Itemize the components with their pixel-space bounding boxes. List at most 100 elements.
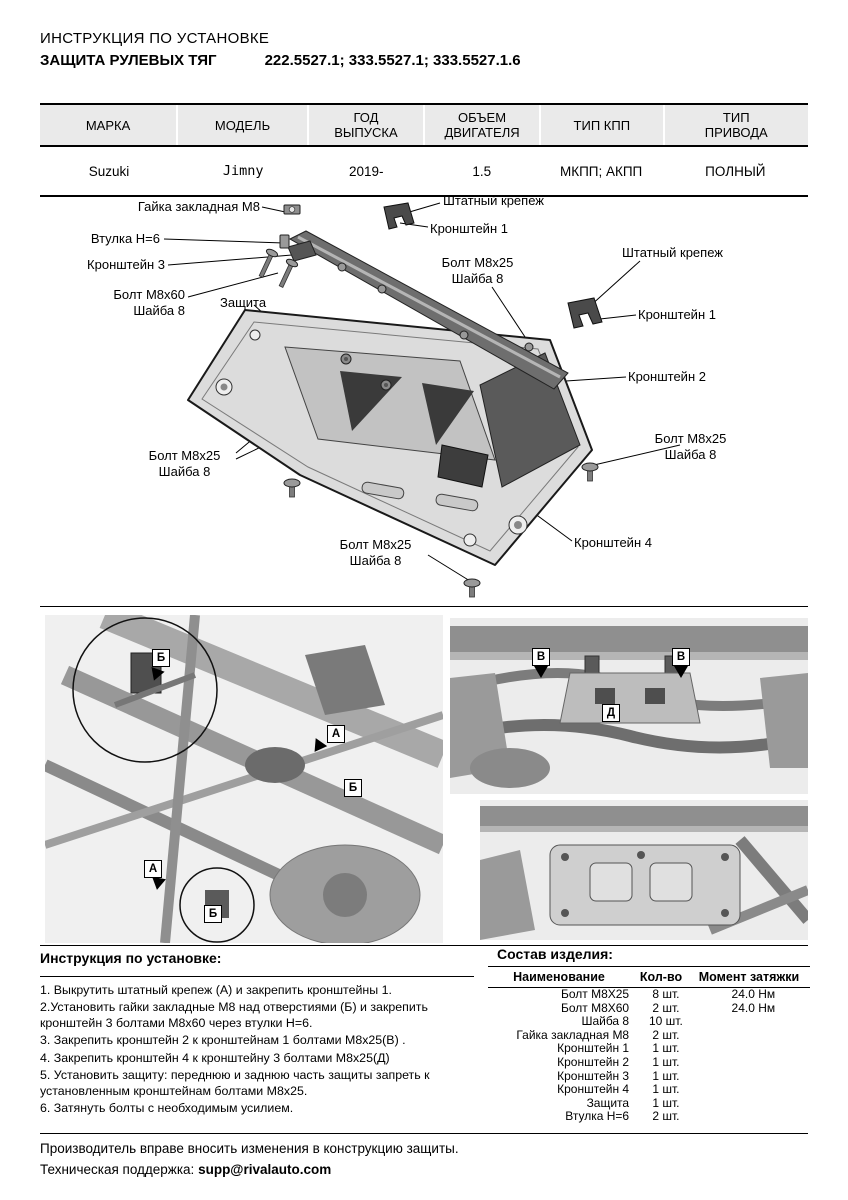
bracket-1-right <box>567 297 603 329</box>
part-name: Кронштейн 2 <box>557 1054 630 1069</box>
product-name: ЗАЩИТА РУЛЕВЫХ ТЯГ <box>40 52 217 69</box>
section-divider-top <box>40 606 808 607</box>
parts-row: Кронштейн 4 1 шт. <box>488 1083 810 1097</box>
page-title: ЗАЩИТА РУЛЕВЫХ ТЯГ 222.5527.1; 333.5527.… <box>40 52 521 69</box>
part-qty: 1 шт. <box>652 1054 680 1069</box>
instructions-title-rule <box>40 976 474 977</box>
label-nut-m8: Гайка закладная М8 <box>137 199 260 214</box>
label-bolt-m8x25-bottom-line1: Болт М8х25 <box>339 537 412 552</box>
spec-value-engine: 1.5 <box>472 163 492 179</box>
spec-value-year: 2019- <box>348 163 384 179</box>
footer-rule <box>40 1133 808 1134</box>
label-bracket-4: Кронштейн 4 <box>574 535 652 550</box>
part-torque <box>697 1070 810 1084</box>
label-bushing: Втулка Н=6 <box>90 231 160 246</box>
parts-row: Втулка Н=6 2 шт. <box>488 1110 810 1124</box>
label-oem-fastener-top: Штатный крепеж <box>443 193 544 208</box>
part-qty: 1 шт. <box>652 1082 680 1097</box>
bushing-h6 <box>279 234 290 249</box>
parts-row: Болт М8Х25 8 шт. 24.0 Нм <box>488 987 810 1002</box>
photo-underbody-side-image <box>45 615 443 943</box>
label-bolt-m8x25-right-line1: Болт М8х25 <box>654 431 727 446</box>
part-name: Кронштейн 1 <box>557 1041 630 1056</box>
section-divider-bottom <box>40 945 808 946</box>
parts-header-torque: Момент затяжки <box>698 970 800 984</box>
bolt-m8x25 <box>581 462 599 482</box>
spec-header-drive: ТИП ПРИВОДА <box>665 105 808 145</box>
parts-header-name: Наименование <box>513 970 605 984</box>
parts-title: Состав изделия: <box>497 946 613 962</box>
label-bolt-m8x25-left: Болт М8х25 Шайба 8 <box>132 448 237 480</box>
instructions-title: Инструкция по установке: <box>40 950 222 966</box>
pointer-arrow <box>534 666 548 678</box>
bolt-m8x25 <box>463 578 481 598</box>
label-bolt-m8x25-top-line1: Болт М8х25 <box>441 255 514 270</box>
pointer-arrow <box>150 876 166 892</box>
exploded-diagram: Гайка закладная М8 Штатный крепеж Кроншт… <box>40 193 808 607</box>
spec-table-header: МАРКА МОДЕЛЬ ГОД ВЫПУСКА ОБЪЕМ ДВИГАТЕЛЯ… <box>40 105 808 147</box>
spec-value-drive: ПОЛНЫЙ <box>705 163 766 179</box>
label-bolt-m8x60: Болт М8х60 Шайба 8 <box>40 287 185 319</box>
footer-support: Техническая поддержка: supp@rivalauto.co… <box>40 1162 331 1177</box>
marker-b: Б <box>344 779 362 797</box>
label-bracket-1-right: Кронштейн 1 <box>638 307 716 322</box>
part-qty: 2 шт. <box>652 1000 680 1015</box>
spec-header-drive-text: ТИП ПРИВОДА <box>704 110 768 140</box>
part-name: Защита <box>586 1095 630 1110</box>
crossbar-bracket-2 <box>287 230 569 390</box>
part-qty: 1 шт. <box>652 1095 680 1110</box>
part-torque <box>697 1097 810 1111</box>
part-name: Кронштейн 4 <box>557 1082 630 1097</box>
pointer-arrow <box>674 666 688 678</box>
spec-header-brand: МАРКА <box>40 105 179 145</box>
parts-row: Кронштейн 2 1 шт. <box>488 1054 810 1070</box>
marker-v: В <box>532 648 550 666</box>
marker-a: А <box>327 725 345 743</box>
photo-shield-installed-image <box>480 800 808 940</box>
instructions-steps: 1. Выкрутить штатный крепеж (А) и закреп… <box>40 982 478 1117</box>
part-name: Втулка Н=6 <box>565 1109 630 1124</box>
part-name: Шайба 8 <box>581 1014 630 1029</box>
parts-row: Защита 1 шт. <box>488 1095 810 1111</box>
parts-row: Болт М8Х60 2 шт. 24.0 Нм <box>488 1000 810 1016</box>
bolt-m8x25 <box>283 478 301 498</box>
label-bolt-m8x25-bottom: Болт М8х25 Шайба 8 <box>323 537 428 569</box>
spec-header-year: ГОД ВЫПУСКА <box>309 105 425 145</box>
marker-a: А <box>144 860 162 878</box>
label-bracket-3: Кронштейн 3 <box>87 257 165 272</box>
part-name: Кронштейн 3 <box>557 1068 630 1083</box>
part-torque <box>697 1110 810 1124</box>
label-bolt-m8x25-bottom-line2: Шайба 8 <box>349 553 402 568</box>
instruction-step: 5. Установить защиту: переднюю и заднюю … <box>40 1067 430 1098</box>
label-shield: Защита <box>220 295 267 310</box>
label-oem-fastener-right: Штатный крепеж <box>622 245 723 260</box>
vehicle-spec-table: МАРКА МОДЕЛЬ ГОД ВЫПУСКА ОБЪЕМ ДВИГАТЕЛЯ… <box>40 103 808 197</box>
spec-value-brand: Suzuki <box>88 163 130 179</box>
parts-row: Кронштейн 1 1 шт. <box>488 1042 810 1056</box>
spec-header-year-text: ГОД ВЫПУСКА <box>334 110 398 140</box>
part-name: Болт М8Х60 <box>560 1000 630 1015</box>
instruction-step: 1. Выкрутить штатный крепеж (А) и закреп… <box>40 983 392 997</box>
part-torque <box>697 1029 810 1043</box>
support-email: supp@rivalauto.com <box>198 1162 332 1177</box>
nut-m8 <box>283 204 301 215</box>
exploded-diagram-drawing <box>163 202 681 598</box>
part-torque <box>697 1042 810 1056</box>
part-qty: 2 шт. <box>652 1109 680 1124</box>
label-bolt-m8x25-top: Болт М8х25 Шайба 8 <box>425 255 530 287</box>
parts-row: Гайка закладная М8 2 шт. <box>488 1027 810 1043</box>
part-torque <box>697 1056 810 1070</box>
part-torque: 24.0 Нм <box>731 1000 776 1015</box>
marker-b: Б <box>204 905 222 923</box>
bracket-1-top <box>383 202 415 230</box>
part-name: Гайка закладная М8 <box>516 1027 630 1042</box>
part-torque: 24.0 Нм <box>731 987 776 1001</box>
part-qty: 10 шт. <box>649 1014 683 1029</box>
part-name: Болт М8Х25 <box>560 987 630 1001</box>
instruction-step: 6. Затянуть болты с необходимым усилием. <box>40 1100 294 1115</box>
label-bolt-m8x25-top-line2: Шайба 8 <box>451 271 504 286</box>
photo-brackets-front-image <box>450 618 808 794</box>
footer-support-label: Техническая поддержка: <box>40 1162 195 1177</box>
label-washer-8-line2: Шайба 8 <box>133 303 185 318</box>
bolt-m8x60 <box>275 257 300 290</box>
